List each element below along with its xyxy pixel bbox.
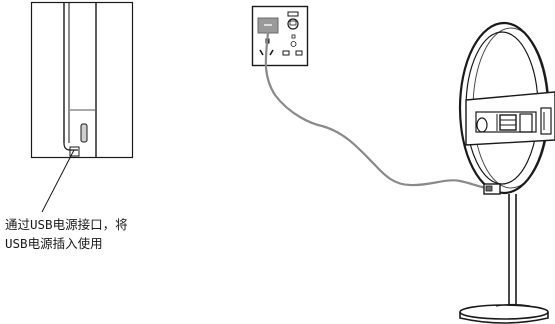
- ring-light: [458, 21, 555, 195]
- usb-port-detail: [80, 123, 88, 143]
- phone-holder: [465, 91, 555, 146]
- usb-cable: [264, 31, 489, 190]
- usb-instruction-caption: 通过USB电源接口，将 USB电源插入使用: [5, 215, 128, 253]
- caption-line-2: USB电源插入使用: [5, 236, 103, 251]
- leader-line: [41, 149, 75, 213]
- stand: [459, 194, 549, 324]
- detail-frame: [30, 1, 134, 159]
- detail-inset: [30, 1, 134, 159]
- ring-usb-port: [485, 185, 493, 192]
- wall-socket: [251, 5, 309, 67]
- caption-line-1: 通过USB电源接口，将: [5, 217, 128, 232]
